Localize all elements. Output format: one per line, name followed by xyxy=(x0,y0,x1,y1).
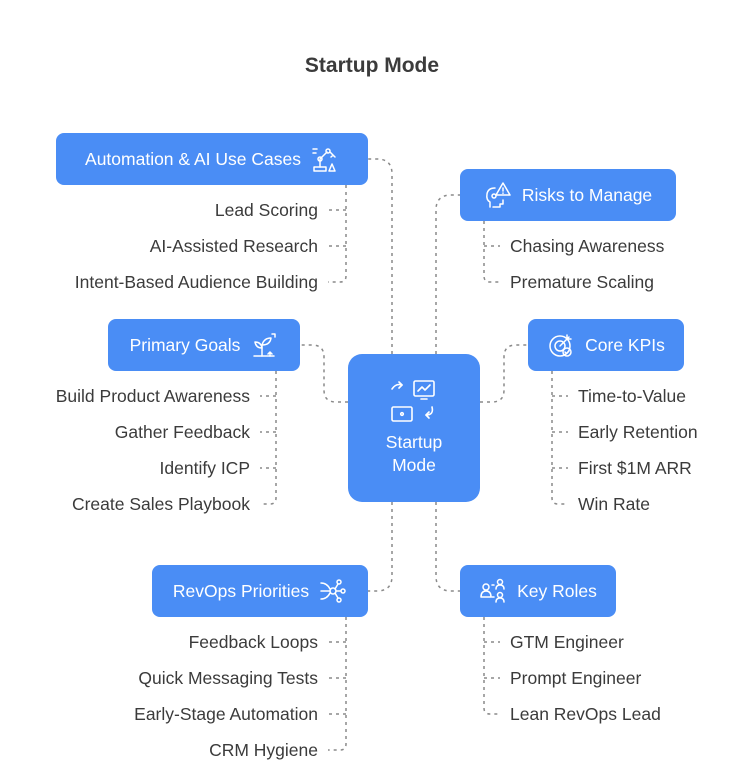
branch-kpis-label: Core KPIs xyxy=(585,334,665,355)
workflow-icon xyxy=(391,380,435,422)
connector-revops xyxy=(368,502,393,592)
list-item: Early Retention xyxy=(578,422,698,442)
center-node: Startup Mode xyxy=(348,354,480,502)
list-item: Identify ICP xyxy=(159,458,250,478)
list-item: Feedback Loops xyxy=(188,632,318,652)
branch-goals: Primary Goals xyxy=(108,319,300,371)
branch-revops: RevOps Priorities xyxy=(152,565,368,617)
center-label-line2: Mode xyxy=(392,455,436,475)
list-item: CRM Hygiene xyxy=(209,740,318,760)
branch-roles-label: Key Roles xyxy=(517,580,597,601)
branch-automation: Automation & AI Use Cases xyxy=(56,133,368,185)
list-item: Time-to-Value xyxy=(578,386,686,406)
branch-revops-label: RevOps Priorities xyxy=(172,580,310,601)
list-item: Intent-Based Audience Building xyxy=(74,272,318,292)
connector-roles xyxy=(435,502,460,592)
branch-risks: Risks to Manage xyxy=(460,169,676,221)
list-item: Quick Messaging Tests xyxy=(138,668,318,688)
team-roles-icon xyxy=(480,578,505,603)
diagram-title: Startup Mode xyxy=(304,54,440,77)
connector-risks xyxy=(435,194,460,354)
branch-risks-label: Risks to Manage xyxy=(521,184,653,205)
plant-growth-icon xyxy=(253,333,277,357)
robot-arm-icon xyxy=(312,148,336,172)
warning-brain-icon xyxy=(485,182,511,208)
branch-automation-label: Automation & AI Use Cases xyxy=(85,148,301,169)
list-item: Early-Stage Automation xyxy=(134,704,318,724)
center-label-line1: Startup xyxy=(385,432,443,452)
network-flow-icon xyxy=(320,579,346,603)
list-item: Gather Feedback xyxy=(114,422,250,442)
list-item: Premature Scaling xyxy=(510,272,654,292)
list-item: Lead Scoring xyxy=(214,200,318,220)
list-item: Lean RevOps Lead xyxy=(510,704,661,724)
list-item: Win Rate xyxy=(578,494,650,514)
branch-roles: Key Roles xyxy=(460,565,616,617)
list-item: Chasing Awareness xyxy=(510,236,665,256)
branch-kpis: Core KPIs xyxy=(528,319,684,371)
connector-automation xyxy=(368,158,393,354)
list-item: AI-Assisted Research xyxy=(149,236,318,256)
list-item: Prompt Engineer xyxy=(510,668,642,688)
connector-goals xyxy=(300,344,348,403)
target-check-icon xyxy=(549,334,572,357)
list-item: Create Sales Playbook xyxy=(71,494,250,514)
branch-goals-label: Primary Goals xyxy=(129,334,241,355)
list-item: Build Product Awareness xyxy=(55,386,250,406)
connector-kpis xyxy=(480,344,528,403)
list-item: GTM Engineer xyxy=(510,632,624,652)
list-item: First $1M ARR xyxy=(578,458,692,478)
